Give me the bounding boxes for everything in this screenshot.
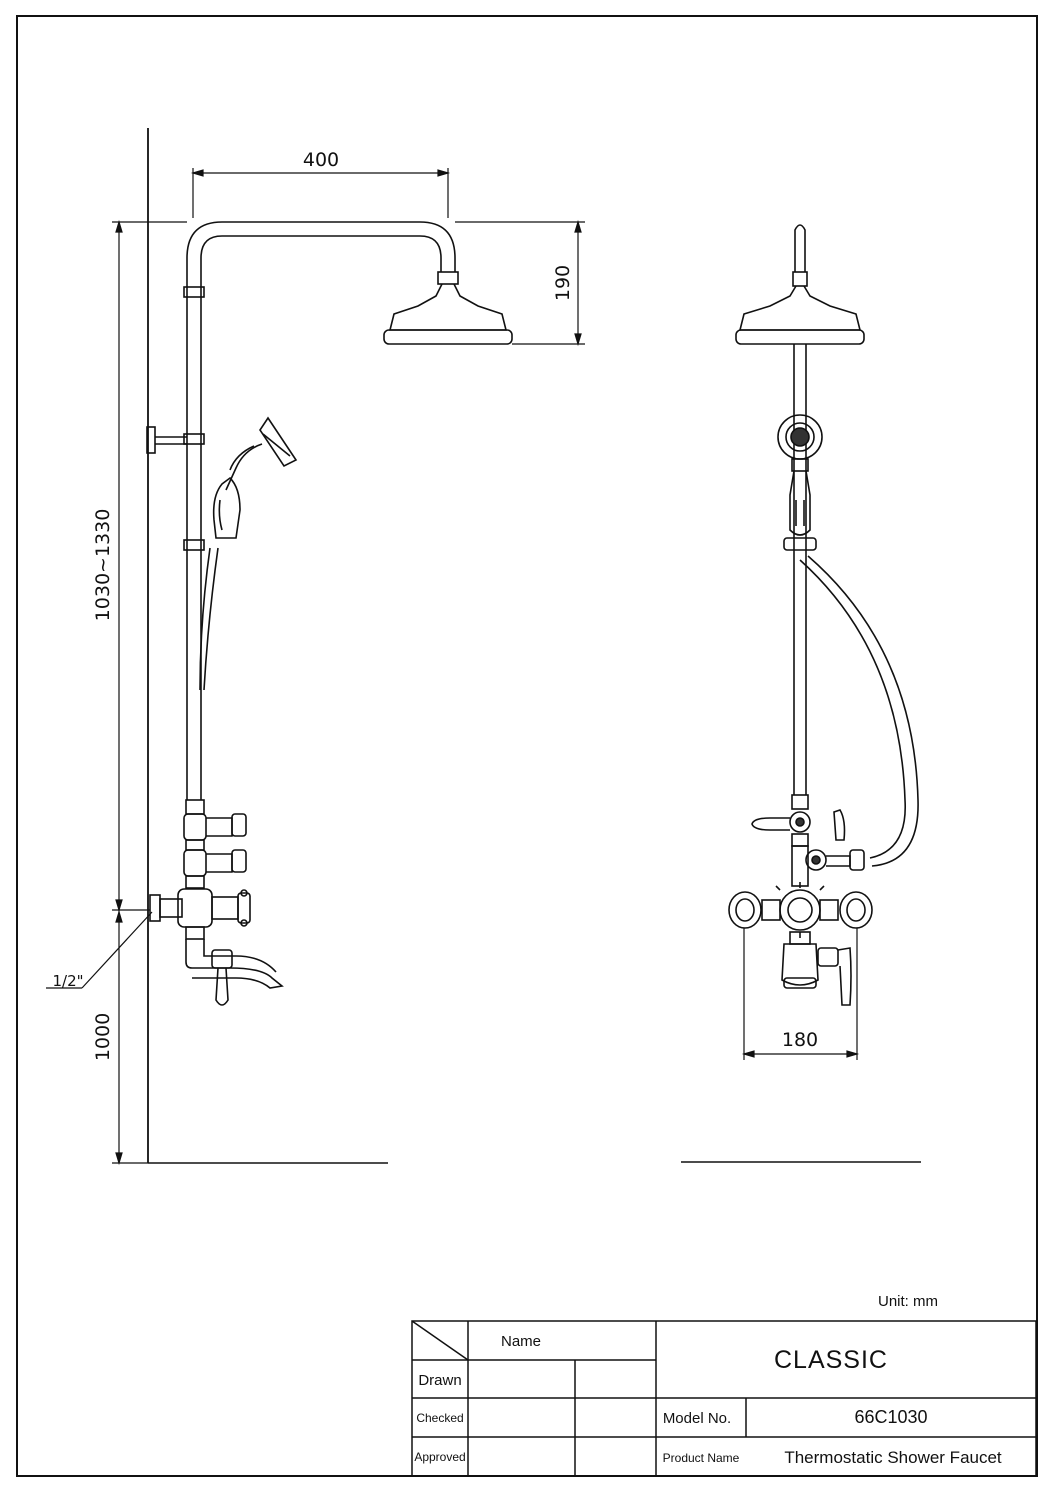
front-view: [681, 224, 921, 1163]
side-dimensions: [46, 168, 585, 1166]
unit-label: Unit: mm: [878, 1293, 938, 1310]
title-product-value: Thermostatic Shower Faucet: [784, 1448, 1002, 1467]
title-block: [411, 1320, 1037, 1477]
title-product-label: Product Name: [663, 1451, 740, 1465]
title-approved-label: Approved: [414, 1450, 465, 1464]
title-model-value: 66C1030: [854, 1407, 927, 1427]
dim-inlet-height: 1000: [92, 1013, 114, 1061]
title-name-header: Name: [501, 1333, 541, 1350]
dim-front-width: 180: [782, 1029, 818, 1051]
title-model-label: Model No.: [663, 1410, 731, 1427]
title-checked-label: Checked: [416, 1411, 463, 1425]
front-dimensions: [741, 928, 860, 1060]
title-series: CLASSIC: [774, 1346, 888, 1374]
page-frame: [16, 15, 1038, 1477]
dim-inlet-size: 1/2": [52, 972, 83, 990]
title-drawn-label: Drawn: [418, 1372, 461, 1389]
dim-total-height: 1030~1330: [92, 509, 114, 622]
side-view: [146, 128, 513, 1164]
dim-width-top: 400: [303, 149, 339, 171]
dim-head-height: 190: [552, 265, 574, 301]
